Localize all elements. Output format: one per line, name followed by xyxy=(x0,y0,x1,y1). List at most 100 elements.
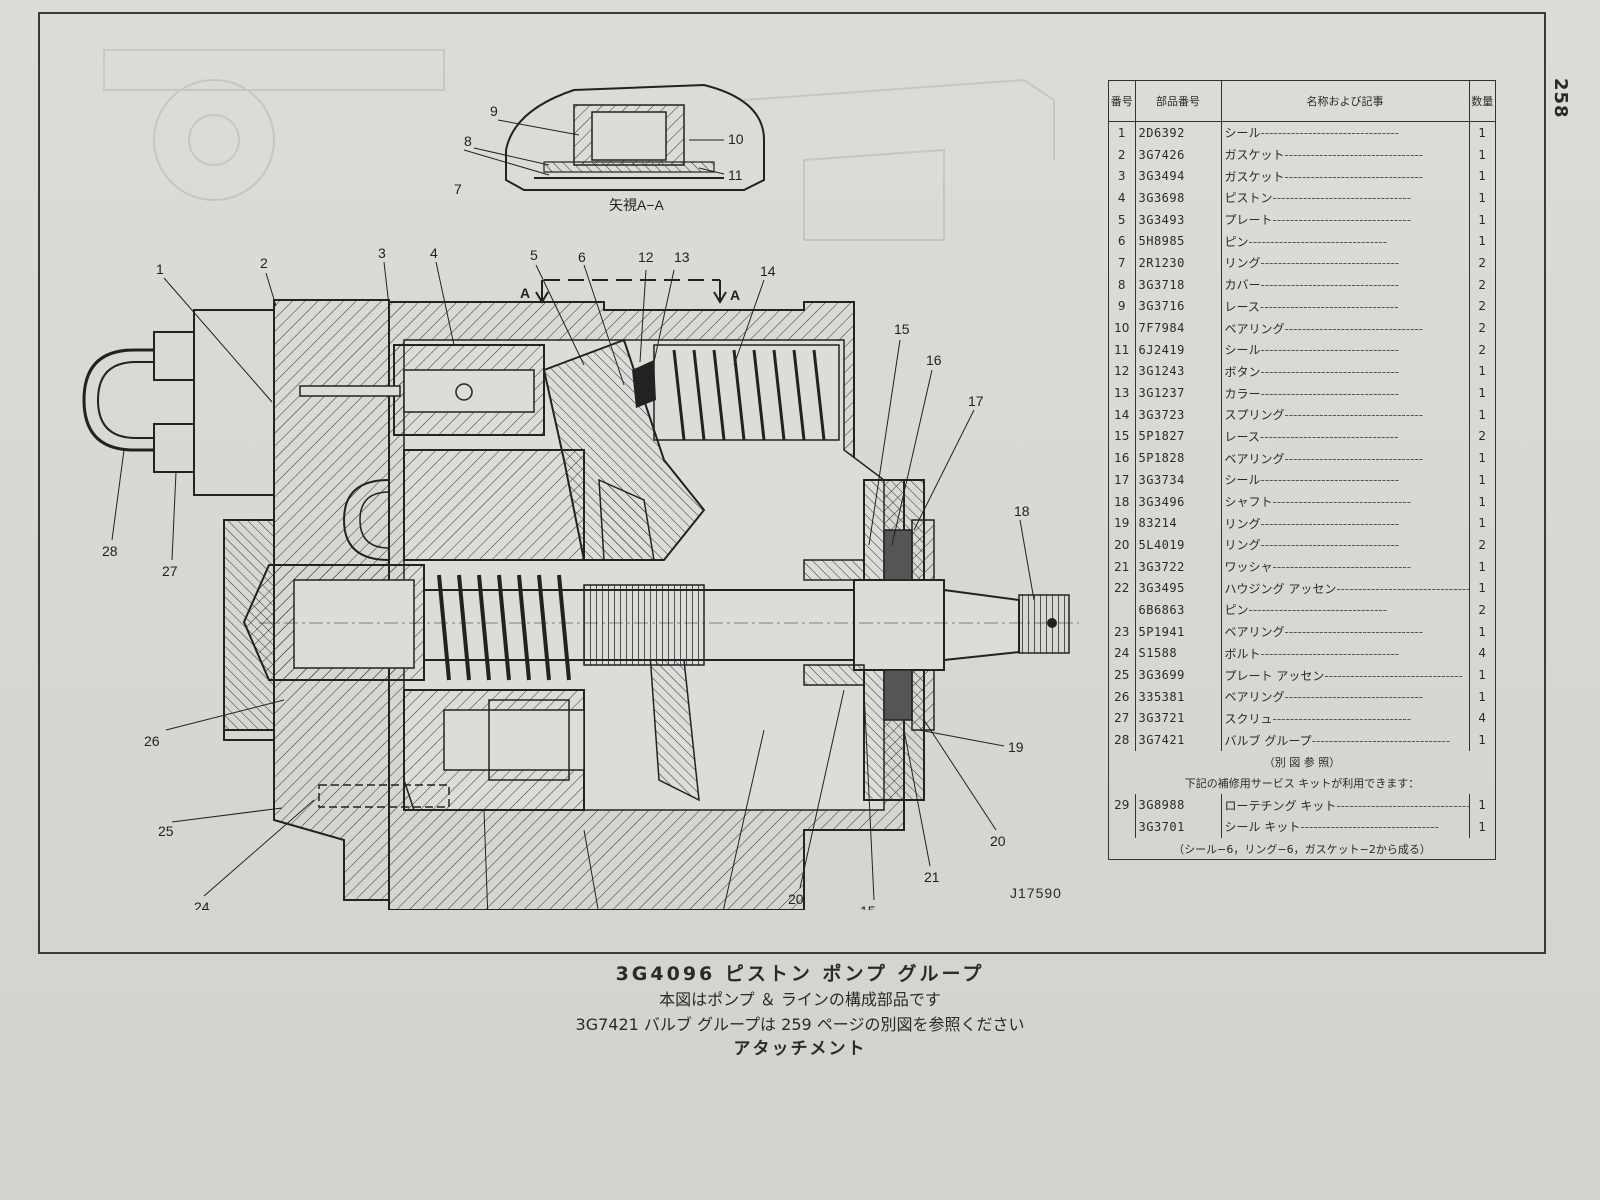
caption-title: 3G4096 ピストン ポンプ グループ xyxy=(615,963,985,985)
cell-part-no: 2R1230 xyxy=(1135,252,1222,274)
cell-qty: 1 xyxy=(1478,494,1487,509)
service-kit-note: 下記の補修用サービス キットが利用できます： xyxy=(1109,773,1495,795)
cell-no: 6 xyxy=(1109,230,1136,253)
cell-qty: 1 xyxy=(1478,190,1487,205)
cell-part-no: 7F7984 xyxy=(1135,317,1222,339)
callout-19: 19 xyxy=(1008,739,1024,755)
figure-reference: J17590 xyxy=(1010,885,1062,901)
callout-4: 4 xyxy=(430,245,438,261)
cell-qty: 1 xyxy=(1478,212,1487,227)
header-name: 名称および記事 xyxy=(1221,81,1470,122)
cell-part-no: 3G3698 xyxy=(1135,187,1222,209)
page-frame xyxy=(38,12,1546,954)
cell-name: カバー-------------------------------- xyxy=(1221,273,1470,296)
cell-no: 20 xyxy=(1109,534,1136,556)
cell-part-no: 5H8985 xyxy=(1135,230,1222,253)
cell-name: シール キット-------------------------------- xyxy=(1221,816,1470,838)
cell-no: 24 xyxy=(1109,642,1136,665)
callout-12: 12 xyxy=(638,249,654,265)
header-no: 番号 xyxy=(1109,81,1136,122)
callout-27: 27 xyxy=(162,563,178,579)
cell-no: 17 xyxy=(1109,469,1136,491)
cell-part-no: 3G3494 xyxy=(1135,165,1222,188)
cell-qty: 1 xyxy=(1478,668,1487,683)
cell-no: 28 xyxy=(1109,729,1136,751)
cell-part-no: 5P1827 xyxy=(1135,425,1222,448)
cell-qty: 2 xyxy=(1478,255,1487,270)
control-spring-14 xyxy=(632,344,840,441)
cell-part-no: 3G7426 xyxy=(1135,143,1222,166)
bearing-23 xyxy=(598,478,700,802)
cell-qty: 1 xyxy=(1478,624,1487,639)
cell-name: カラー-------------------------------- xyxy=(1221,382,1470,404)
cell-name: バルブ グループ-------------------------------- xyxy=(1221,729,1470,751)
cell-part-no: 3G3722 xyxy=(1135,555,1222,578)
cell-qty: 1 xyxy=(1478,234,1487,249)
callout-15-top: 15 xyxy=(894,321,910,337)
callout-3: 3 xyxy=(378,245,386,261)
cell-no xyxy=(1109,599,1136,621)
cell-name: ローテチング キット------------------------------… xyxy=(1221,794,1470,816)
cell-qty: 1 xyxy=(1478,516,1487,531)
callout-13: 13 xyxy=(674,249,690,265)
callout-20-right: 20 xyxy=(990,833,1006,849)
cell-part-no: 3G3701 xyxy=(1135,816,1222,838)
cell-no: 5 xyxy=(1109,208,1136,231)
cell-name: スプリング-------------------------------- xyxy=(1221,403,1470,426)
cell-name: シャフト-------------------------------- xyxy=(1221,490,1470,513)
cell-name: ピン-------------------------------- xyxy=(1221,599,1470,621)
section-cut-line: A A xyxy=(520,279,740,304)
cell-name: プレート-------------------------------- xyxy=(1221,208,1470,231)
callout-18: 18 xyxy=(1014,503,1030,519)
cell-part-no: 335381 xyxy=(1135,685,1222,708)
cell-qty: 1 xyxy=(1478,472,1487,487)
cell-qty: 1 xyxy=(1478,364,1487,379)
cell-part-no: 3G1237 xyxy=(1135,382,1222,404)
callout-28: 28 xyxy=(102,543,118,559)
cell-name: スクリュ-------------------------------- xyxy=(1221,707,1470,730)
cell-qty: 1 xyxy=(1478,386,1487,401)
cell-qty: 4 xyxy=(1478,711,1487,726)
table-header-row: 番号 部品番号 名称および記事 数量 xyxy=(1109,81,1495,122)
cell-part-no: 3G8988 xyxy=(1135,794,1222,816)
cell-no: 7 xyxy=(1109,252,1136,274)
cell-qty: 1 xyxy=(1478,169,1487,184)
cell-no: 11 xyxy=(1109,338,1136,361)
callout-8: 8 xyxy=(464,133,472,149)
cell-name: シール-------------------------------- xyxy=(1221,338,1470,361)
cell-name: ハウジング アッセン------------------------------… xyxy=(1221,577,1470,600)
cell-no: 4 xyxy=(1109,187,1136,209)
cell-qty: 2 xyxy=(1478,321,1487,336)
cell-qty: 4 xyxy=(1478,646,1487,661)
cell-name: ベアリング-------------------------------- xyxy=(1221,620,1470,643)
drive-shaft-18 xyxy=(242,564,1079,681)
cell-qty: 2 xyxy=(1478,299,1487,314)
callout-numbers: 1 2 3 4 5 6 12 13 14 15 16 17 18 19 20 2… xyxy=(102,103,1030,910)
cell-part-no: 5L4019 xyxy=(1135,534,1222,556)
cell-part-no: 3G3496 xyxy=(1135,490,1222,513)
cell-qty: 1 xyxy=(1478,147,1487,162)
callout-25: 25 xyxy=(158,823,174,839)
cell-name: ピン-------------------------------- xyxy=(1221,230,1470,253)
leader-lines xyxy=(111,119,1035,910)
cell-qty: 1 xyxy=(1478,798,1487,813)
callout-7: 7 xyxy=(454,181,462,197)
